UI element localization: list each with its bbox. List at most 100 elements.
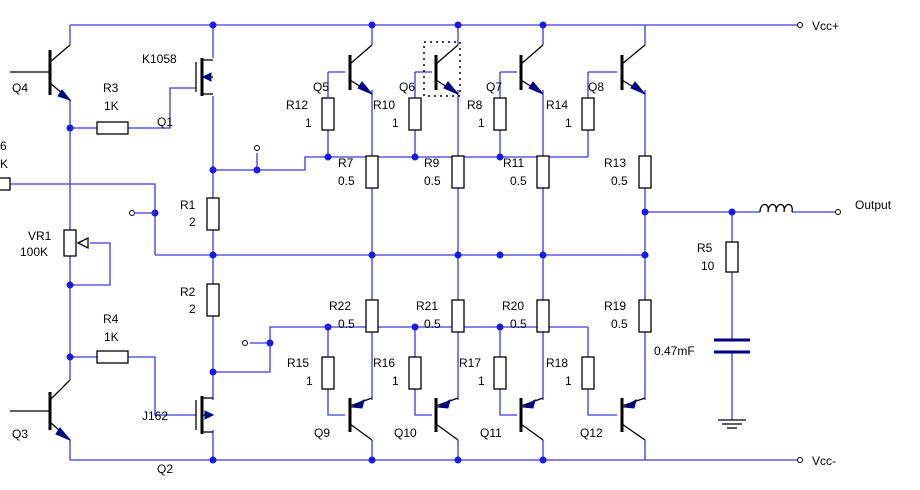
r2-value: 2	[189, 302, 196, 316]
resistor-r15	[321, 356, 335, 390]
r9-value: 0.5	[424, 174, 441, 188]
junctions	[66, 21, 736, 464]
k1058-label: K1058	[142, 52, 177, 66]
resistor-r14	[581, 97, 595, 131]
q12-label: Q12	[580, 426, 603, 440]
r7-value: 0.5	[338, 174, 355, 188]
resistor-r1	[206, 197, 220, 231]
q7-label: Q7	[486, 80, 502, 94]
r22-value: 0.5	[338, 317, 355, 331]
resistor-r7	[365, 155, 379, 189]
q1-label: Q1	[157, 115, 173, 129]
r22-name: R22	[329, 299, 351, 313]
transistor-q8	[620, 44, 646, 95]
resistor-r9	[451, 155, 465, 189]
q11-label: Q11	[480, 426, 502, 440]
resistor-r21	[451, 299, 465, 333]
r13-name: R13	[604, 156, 626, 170]
r14-name: R14	[546, 98, 568, 112]
potentiometer-vr1	[63, 229, 89, 257]
q3-label: Q3	[12, 427, 28, 441]
r14-value: 1	[565, 116, 572, 130]
vr1-name: VR1	[28, 229, 52, 243]
resistor-r13	[638, 155, 652, 189]
r17-value: 1	[478, 374, 485, 388]
transistor-q11	[519, 397, 544, 441]
q10-label: Q10	[394, 426, 417, 440]
inductor-icon	[759, 203, 793, 213]
q4-label: Q4	[12, 81, 28, 95]
vr1-value: 100K	[20, 245, 48, 259]
output-label: Output	[855, 198, 892, 212]
r5-name: R5	[697, 241, 713, 255]
r12-value: 1	[305, 116, 312, 130]
resistor-r16	[408, 356, 422, 390]
resistor-r18	[581, 356, 595, 390]
capacitor-value: 0.47mF	[654, 344, 695, 358]
r1-name: R1	[180, 198, 196, 212]
transistor-q9	[348, 397, 373, 441]
vcc-negative-label: Vcc-	[812, 454, 836, 468]
r18-value: 1	[565, 374, 572, 388]
r17-name: R17	[459, 356, 481, 370]
mosfet-j162	[195, 396, 215, 434]
resistor-r2	[206, 283, 220, 317]
r4-name: R4	[103, 312, 119, 326]
resistor-r6-partial	[0, 177, 11, 191]
r10-name: R10	[373, 98, 395, 112]
resistor-r8	[493, 97, 507, 131]
r19-name: R19	[604, 299, 626, 313]
vcc-positive-label: Vcc+	[812, 19, 839, 33]
r15-name: R15	[287, 356, 309, 370]
terminals	[129, 22, 841, 463]
r4-value: 1K	[104, 330, 119, 344]
r2-name: R2	[180, 285, 196, 299]
r6-partial-name: 6	[0, 139, 7, 153]
r5-value: 10	[701, 259, 715, 273]
transistor-q12	[620, 397, 646, 441]
r18-name: R18	[546, 356, 568, 370]
r8-value: 1	[478, 116, 485, 130]
q5-label: Q5	[313, 80, 329, 94]
r8-name: R8	[467, 98, 483, 112]
resistor-r11	[536, 155, 550, 189]
capacitor	[714, 338, 750, 354]
r1-value: 2	[189, 215, 196, 229]
resistor-r10	[408, 97, 422, 131]
resistor-r4	[96, 350, 129, 364]
mosfet-k1058	[195, 58, 213, 96]
r3-name: R3	[103, 81, 119, 95]
r10-value: 1	[392, 116, 399, 130]
r16-value: 1	[392, 374, 399, 388]
q8-label: Q8	[588, 80, 604, 94]
transistor-q4	[10, 44, 72, 102]
r11-name: R11	[503, 156, 524, 170]
r3-value: 1K	[104, 99, 119, 113]
r15-value: 1	[306, 374, 313, 388]
resistor-r12	[321, 97, 335, 131]
transistor-q7	[519, 44, 544, 95]
transistor-q10	[434, 397, 459, 441]
resistor-r3	[96, 121, 129, 135]
r13-value: 0.5	[611, 174, 628, 188]
j162-label: J162	[142, 409, 168, 423]
resistor-r20	[536, 299, 550, 333]
resistor-r5	[725, 241, 739, 273]
r21-value: 0.5	[424, 317, 441, 331]
ground-icon	[718, 419, 746, 429]
q9-label: Q9	[314, 426, 330, 440]
resistor-r19	[638, 299, 652, 333]
r16-name: R16	[373, 356, 395, 370]
transistor-q3	[10, 379, 71, 441]
r19-value: 0.5	[611, 317, 628, 331]
r20-value: 0.5	[510, 317, 527, 331]
r20-name: R20	[502, 299, 524, 313]
r9-name: R9	[424, 156, 440, 170]
resistor-r17	[493, 356, 507, 390]
transistor-q6	[423, 41, 461, 97]
r7-name: R7	[338, 156, 354, 170]
resistor-r22	[365, 299, 379, 333]
q6-label: Q6	[399, 80, 415, 94]
q2-label: Q2	[157, 462, 173, 476]
